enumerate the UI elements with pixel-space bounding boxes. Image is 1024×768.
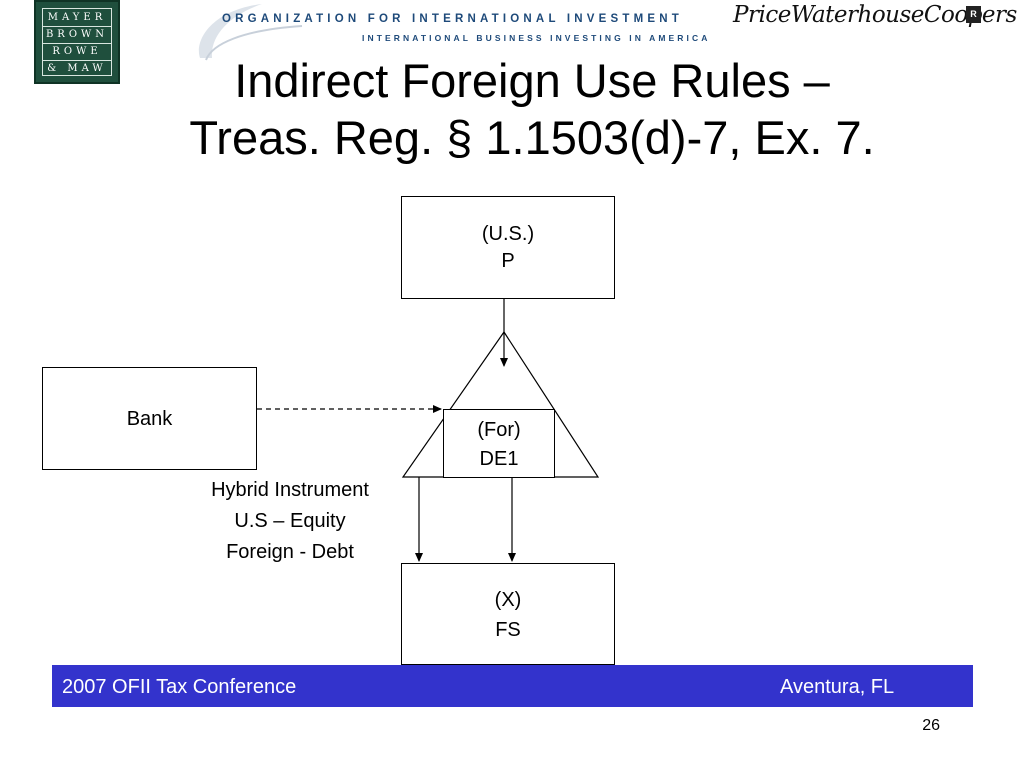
footer-location: Aventura, FL <box>780 676 895 698</box>
pwc-mark: R <box>966 6 981 23</box>
logo-line-2: BROWN <box>45 29 109 40</box>
ofii-subtitle: INTERNATIONAL BUSINESS INVESTING IN AMER… <box>362 33 711 43</box>
title-line-2: Treas. Reg. § 1.1503(d)-7, Ex. 7. <box>189 111 875 164</box>
node-de1: (For) DE1 <box>443 409 555 478</box>
de1-line-2: DE1 <box>479 448 519 470</box>
instrument-note-3: Foreign - Debt <box>226 541 354 563</box>
parent-line-2: P <box>501 250 515 272</box>
footer-bar <box>52 665 973 707</box>
bank-label: Bank <box>126 408 173 430</box>
logo-line-3: ROWE <box>52 46 102 57</box>
ofii-title: ORGANIZATION FOR INTERNATIONAL INVESTMEN… <box>222 13 683 25</box>
parent-line-1: (U.S.) <box>481 223 535 245</box>
ofii-swoosh-logo <box>198 4 303 61</box>
logo-line-4: & MAW <box>47 63 107 74</box>
page-number: 26 <box>922 717 940 734</box>
de1-line-1: (For) <box>477 419 521 441</box>
fs-line-1: (X) <box>494 589 522 611</box>
mayer-brown-logo: MAYER BROWN ROWE & MAW <box>34 0 120 84</box>
instrument-note-1: Hybrid Instrument <box>211 479 369 501</box>
logo-line-1: MAYER <box>47 12 107 23</box>
node-fs: (X) FS <box>401 563 615 665</box>
fs-line-2: FS <box>495 619 521 641</box>
node-bank: Bank <box>42 367 257 470</box>
slide-title: Indirect Foreign Use Rules – Treas. Reg.… <box>60 52 1004 166</box>
instrument-note-2: U.S – Equity <box>234 510 346 532</box>
title-line-1: Indirect Foreign Use Rules – <box>234 54 830 107</box>
hybrid-instrument-notes: Hybrid Instrument U.S – Equity Foreign -… <box>170 475 410 568</box>
node-parent-p: (U.S.) P <box>401 196 615 299</box>
footer-conference-name: 2007 OFII Tax Conference <box>62 676 297 698</box>
